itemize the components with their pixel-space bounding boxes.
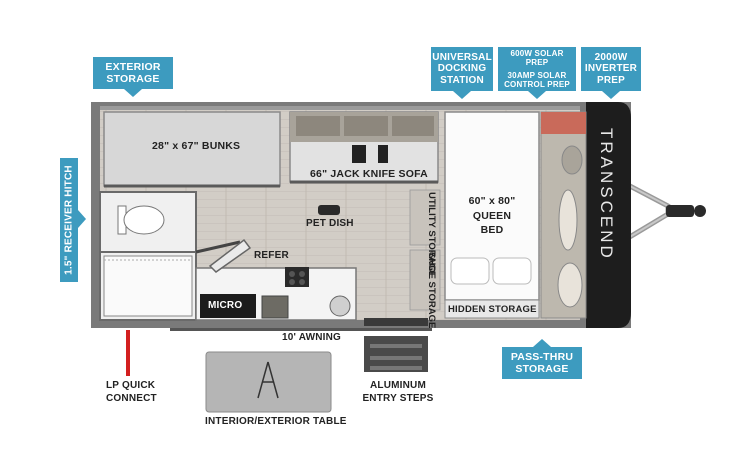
- shoe-storage-cabinet: [409, 249, 441, 311]
- bunks-label: 28" x 67" BUNKS: [152, 140, 241, 152]
- micro-label: MICRO: [208, 300, 243, 311]
- refrigerator: [208, 238, 252, 273]
- awning-label: 10' AWNING: [282, 332, 342, 343]
- entry-steps-text: ALUMINUM ENTRY STEPS: [362, 380, 434, 404]
- shoe-storage-label: SHOE STORAGE: [426, 252, 437, 329]
- inverter-callout: 2000W INVERTER PREP: [581, 47, 641, 99]
- lp-line: [126, 330, 130, 376]
- trailer-tongue: [625, 180, 706, 243]
- microwave: [200, 294, 256, 318]
- front-cap: [586, 102, 631, 328]
- universal-docking-text: UNIVERSAL DOCKING STATION: [432, 51, 492, 86]
- solar-prep-callout: 600W SOLAR PREP 30AMP SOLAR CONTROL PREP: [498, 47, 576, 99]
- universal-docking-callout: UNIVERSAL DOCKING STATION: [431, 47, 493, 99]
- cooktop-round: [329, 295, 351, 317]
- pet-dish: [318, 205, 340, 215]
- exterior-storage-text: EXTERIOR STORAGE: [105, 60, 161, 85]
- shower: [103, 255, 193, 317]
- interior-exterior-table: [205, 351, 332, 413]
- queen-bed-label: 60" x 80" QUEEN BED: [462, 194, 522, 238]
- brand-logo: TRANSCEND: [597, 128, 616, 261]
- receiver-hitch-callout: 1.5" RECEIVER HITCH: [60, 158, 78, 282]
- exterior-storage-callout: EXTERIOR STORAGE: [93, 57, 173, 97]
- entry-steps: [364, 336, 428, 372]
- toilet: [117, 205, 165, 235]
- sofa-label: 66" JACK KNIFE SOFA: [310, 168, 428, 180]
- queen-bed-text: 60" x 80" QUEEN BED: [468, 195, 516, 237]
- refer-label: REFER: [254, 250, 289, 261]
- lp-quick-connect-label: LP QUICK CONNECT: [106, 380, 166, 405]
- utility-storage-cabinet: [409, 189, 441, 246]
- stove: [285, 267, 309, 287]
- awning-bar: [170, 328, 432, 331]
- solar-control-text: 30AMP SOLAR CONTROL PREP: [504, 70, 570, 89]
- pet-dish-label: PET DISH: [306, 218, 354, 229]
- inverter-text: 2000W INVERTER PREP: [584, 51, 638, 86]
- sink: [261, 295, 289, 319]
- solar-prep-text: 600W SOLAR PREP: [510, 49, 564, 68]
- entry-door: [364, 318, 428, 326]
- pass-thru-text: PASS-THRU STORAGE: [510, 350, 574, 375]
- table-label: INTERIOR/EXTERIOR TABLE: [205, 416, 347, 427]
- entry-steps-label: ALUMINUM ENTRY STEPS: [362, 380, 434, 405]
- receiver-hitch-arrow: [78, 210, 86, 228]
- hidden-storage-bar: [444, 299, 540, 319]
- pass-thru-callout: PASS-THRU STORAGE: [502, 339, 582, 379]
- hidden-storage-label: HIDDEN STORAGE: [448, 304, 537, 315]
- lp-quick-connect-text: LP QUICK CONNECT: [106, 380, 157, 404]
